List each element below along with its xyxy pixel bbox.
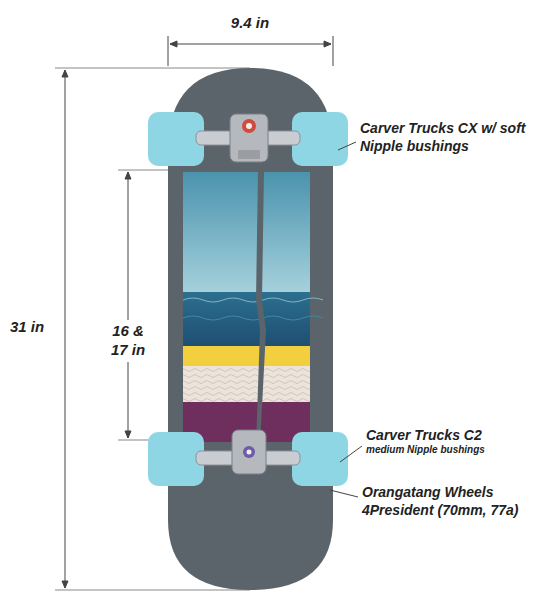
wheelbase-dimension: 16 & 17 in — [106, 320, 150, 362]
wheel-callout: Orangatang Wheels 4President (70mm, 77a) — [362, 484, 542, 519]
bushing-note: medium Nipple bushings — [366, 444, 546, 457]
front-truck — [148, 112, 348, 166]
rear-truck — [148, 430, 348, 486]
rear-truck-callout: Carver Trucks C2 — [366, 427, 546, 445]
width-dimension: 9.4 in — [231, 14, 269, 33]
deck-graphic — [183, 170, 323, 445]
length-dimension: 31 in — [10, 318, 44, 337]
leader-lines — [330, 142, 362, 497]
dimension-lines — [55, 36, 333, 590]
front-truck-callout: Carver Trucks CX w/ soft Nipple bushings — [360, 120, 540, 155]
